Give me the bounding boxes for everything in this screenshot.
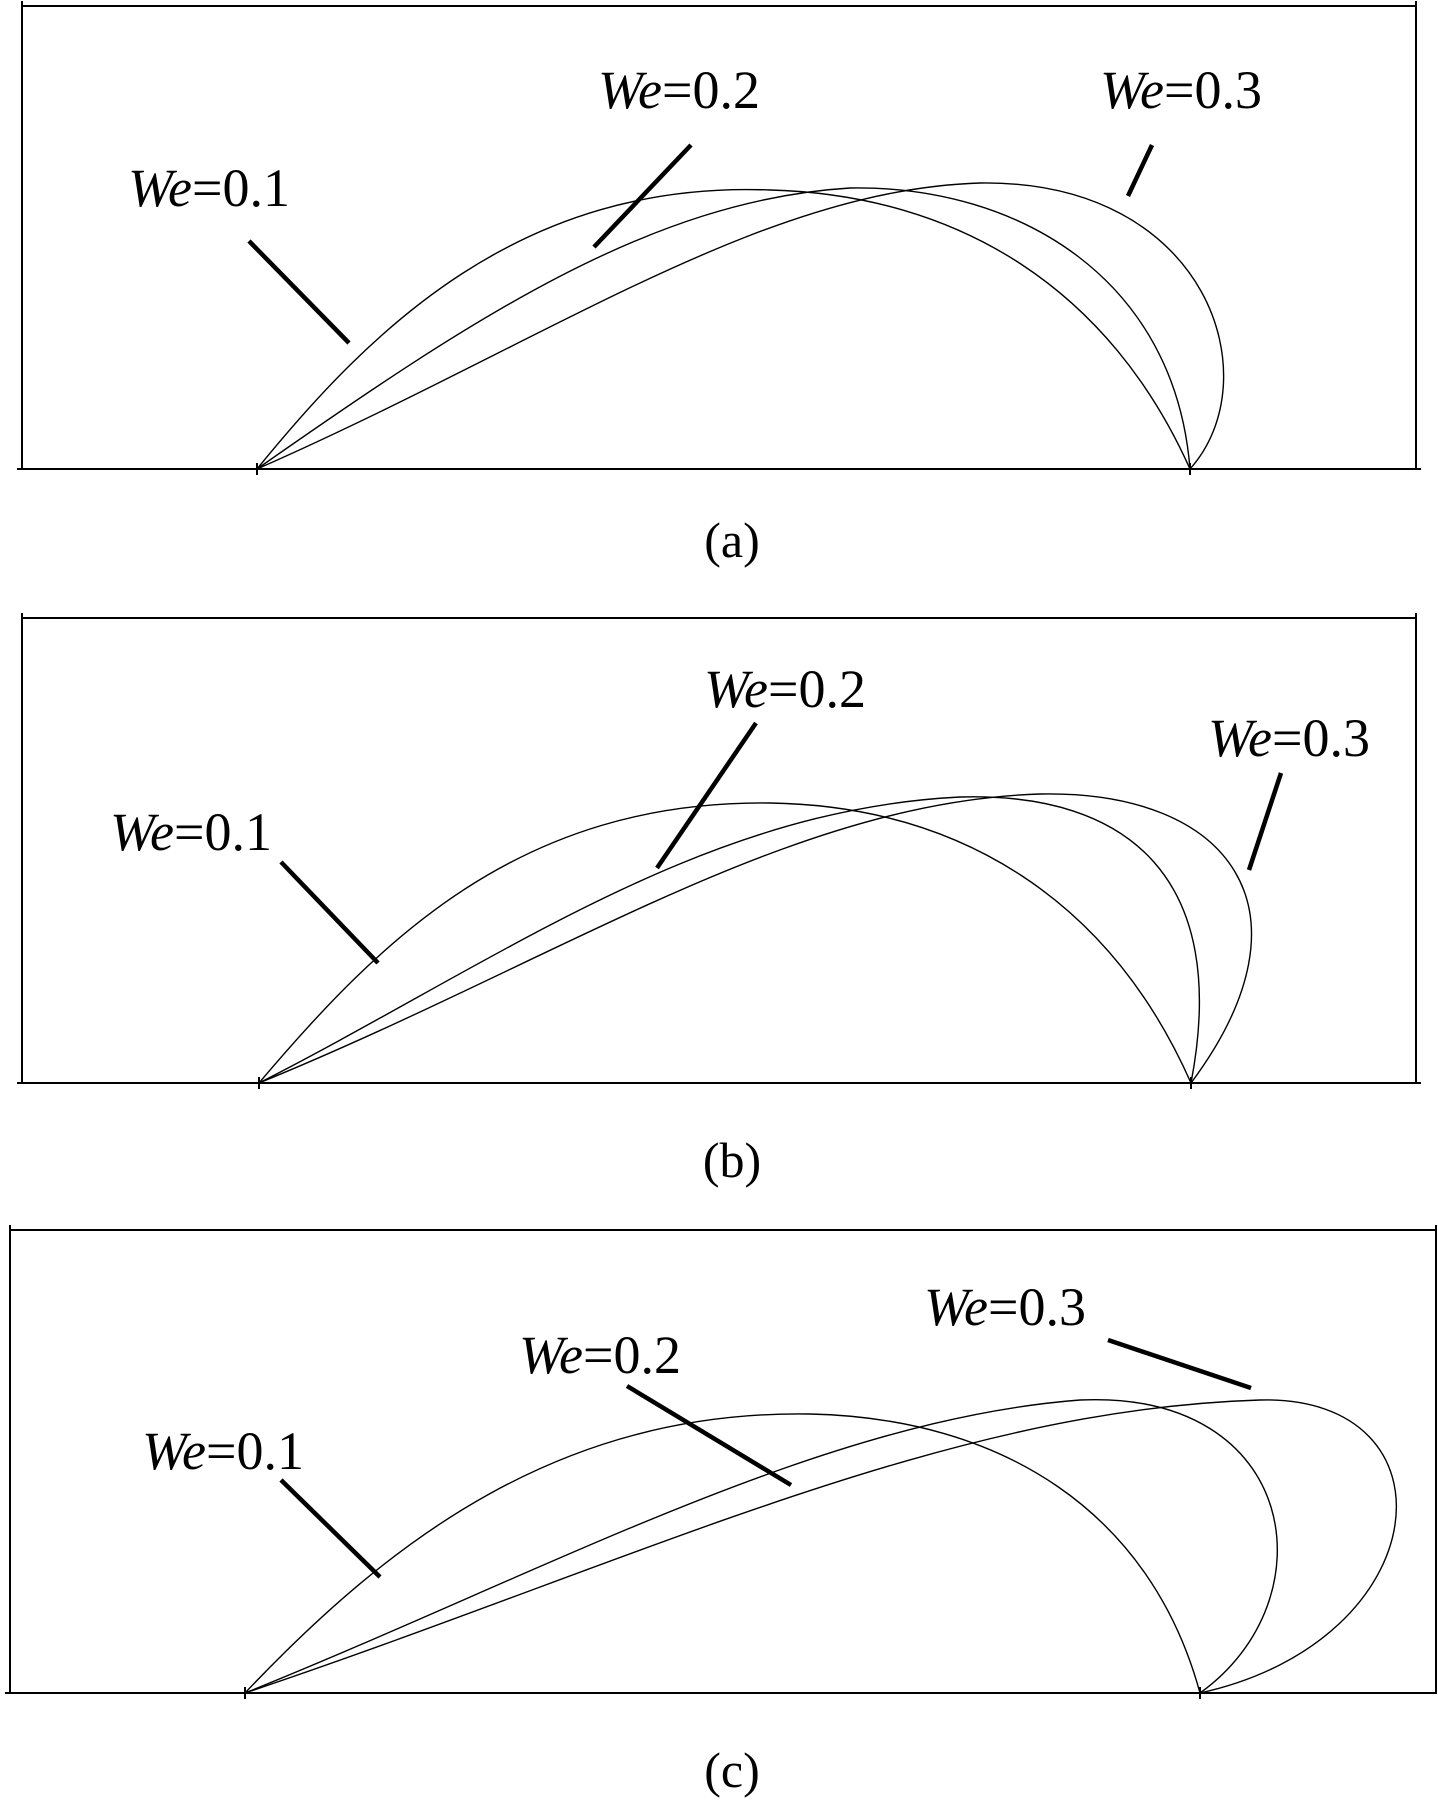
panel-a-curve-we-0-3 [256,182,1225,470]
panel-a-frame [21,5,1417,470]
label-prefix: We [924,1277,988,1337]
panel-c-curve-we-0-3 [244,1399,1397,1694]
label-value: =0.2 [583,1325,681,1385]
panel-c-leader-we-0-1 [279,1478,382,1579]
panel-a-leader-we-0-1 [247,239,351,345]
panel-b-curve-we-0-3 [258,793,1253,1084]
panel-b-frame [21,617,1417,1084]
label-prefix: We [142,1421,206,1481]
panel-c: We=0.1 We=0.2 We=0.3 (c) [5,1225,1437,1798]
panel-a-curve-we-0-1 [256,188,1191,470]
panel-b-curve-we-0-1 [258,802,1192,1084]
label-value: =0.3 [988,1277,1086,1337]
label-prefix: We [110,802,174,862]
panel-a: We=0.1 We=0.2 We=0.3 (a) [17,1,1421,568]
panel-a-curve-we-0-2 [256,187,1191,470]
panel-c-leader-we-0-2 [625,1384,793,1487]
panel-a-ticks [17,1,1421,475]
label-prefix: We [1100,60,1164,120]
panel-c-curve-we-0-2 [244,1399,1278,1694]
panel-b-label-we-0-2: We=0.2 [704,659,866,719]
panel-c-frame [9,1229,1437,1694]
label-value: =0.1 [174,802,272,862]
label-value: =0.3 [1164,60,1262,120]
panel-a-label-we-0-3: We=0.3 [1100,60,1262,120]
panel-b-label-we-0-3: We=0.3 [1208,708,1370,768]
panel-c-curve-we-0-1 [244,1413,1201,1694]
panel-a-leader-we-0-2 [592,143,693,249]
label-prefix: We [519,1325,583,1385]
panel-c-caption: (c) [704,1742,760,1798]
label-value: =0.2 [662,60,760,120]
panel-c-leader-we-0-3 [1107,1337,1252,1391]
panel-a-label-we-0-2: We=0.2 [598,60,760,120]
label-value: =0.2 [768,659,866,719]
panel-a-label-we-0-1: We=0.1 [128,158,290,218]
label-prefix: We [1208,708,1272,768]
panel-b-leader-we-0-1 [279,860,380,965]
label-value: =0.3 [1272,708,1370,768]
label-prefix: We [598,60,662,120]
label-value: =0.1 [206,1421,304,1481]
panel-c-label-we-0-1: We=0.1 [142,1421,304,1481]
panel-b: We=0.1 We=0.2 We=0.3 (b) [17,613,1421,1188]
panel-b-leader-we-0-3 [1246,772,1284,871]
panel-b-ticks [17,613,1421,1089]
panel-b-label-we-0-1: We=0.1 [110,802,272,862]
panel-a-leader-we-0-3 [1125,144,1155,197]
panel-b-caption: (b) [703,1132,761,1188]
label-prefix: We [704,659,768,719]
label-prefix: We [128,158,192,218]
panel-c-label-we-0-3: We=0.3 [924,1277,1086,1337]
panel-b-curve-we-0-2 [258,796,1201,1084]
label-value: =0.1 [192,158,290,218]
panel-b-leader-we-0-2 [655,721,758,870]
panel-c-label-we-0-2: We=0.2 [519,1325,681,1385]
panel-a-caption: (a) [704,512,760,568]
